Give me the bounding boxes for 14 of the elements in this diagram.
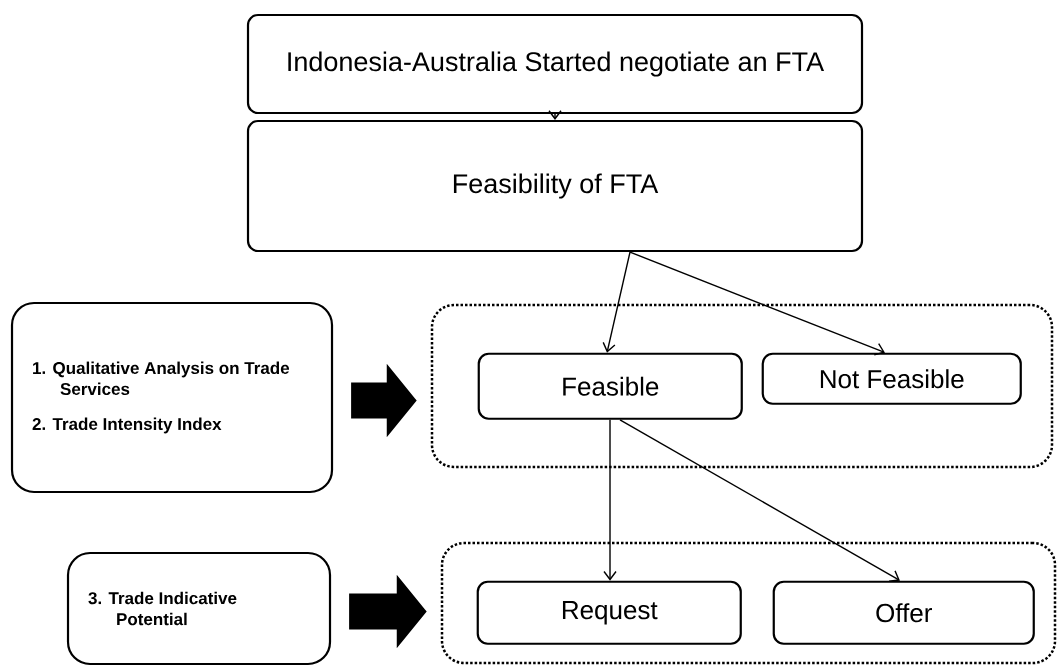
- arrow: [629, 251, 885, 356]
- process-box: Feasible: [477, 352, 743, 420]
- process-box: Feasibility of FTA: [246, 119, 864, 253]
- process-box: 3. Trade Indicative Potential: [66, 551, 332, 666]
- process-box: Offer: [772, 580, 1035, 645]
- process-box: 1. Qualitative Analysis on Trade Services 2. Trade Intensity Index: [10, 301, 334, 494]
- dotted-group-box: [440, 541, 1057, 665]
- arrow: [602, 251, 631, 353]
- arrow: [619, 419, 900, 582]
- process-box: Not Feasible: [761, 352, 1022, 405]
- arrow: [603, 419, 617, 581]
- process-box: Request: [476, 580, 742, 645]
- process-box: Indonesia-Australia Started negotiate an FTA: [246, 13, 864, 115]
- dotted-group-box: [430, 303, 1054, 469]
